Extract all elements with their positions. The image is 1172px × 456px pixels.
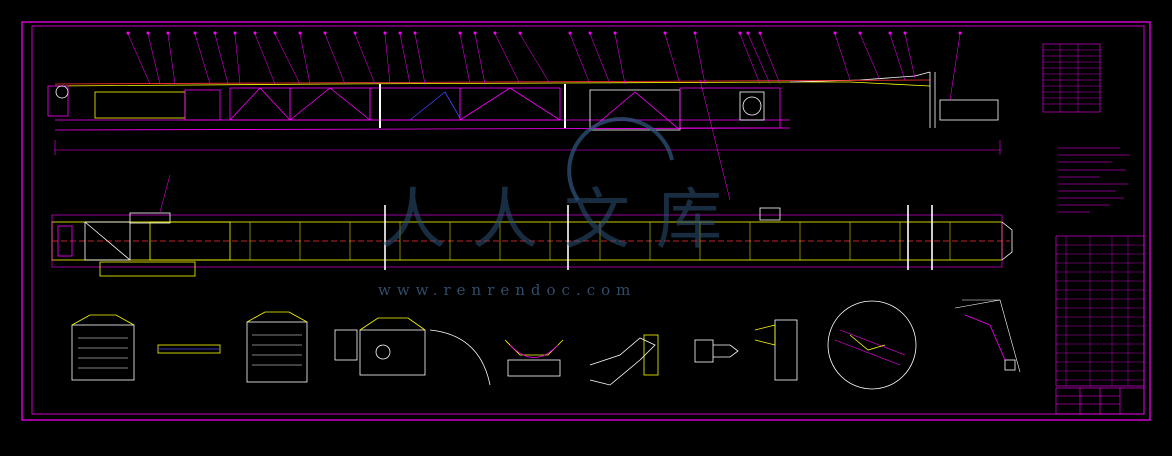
section-details — [71, 299, 1021, 390]
inner-frame — [31, 25, 1145, 415]
plan-view — [51, 174, 1013, 277]
bill-of-materials-table — [1055, 235, 1145, 387]
watermark-logo-icon — [567, 117, 674, 202]
parts-table-small — [1042, 43, 1101, 113]
elevation-view — [47, 31, 1001, 201]
technical-notes — [1058, 147, 1130, 213]
outer-frame — [21, 21, 1151, 421]
watermark-chinese: 人人文库 — [380, 181, 748, 258]
watermark-url: www.renrendoc.com — [378, 281, 637, 299]
title-block — [1055, 387, 1145, 415]
